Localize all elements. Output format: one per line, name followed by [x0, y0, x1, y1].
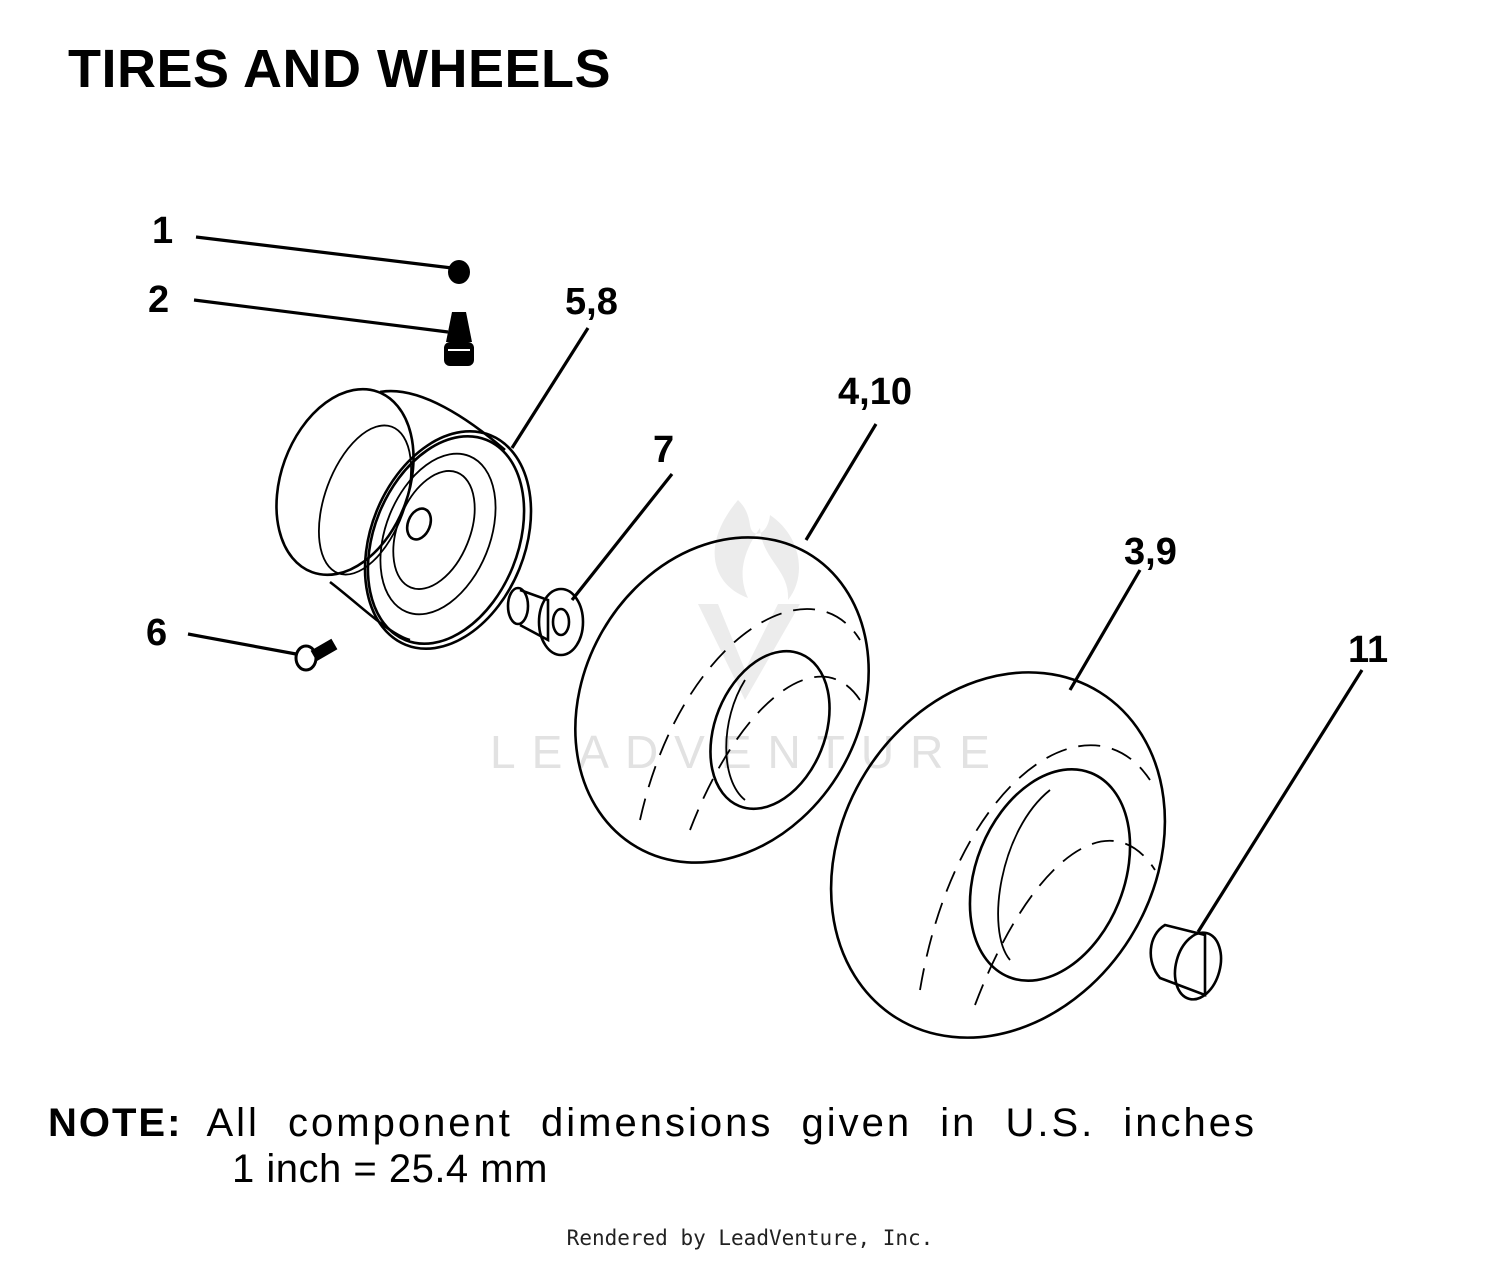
footer-credit: Rendered by LeadVenture, Inc.	[566, 1226, 934, 1250]
callout-3-9: 3,9	[1124, 531, 1177, 573]
leader-line-11	[1196, 669, 1364, 933]
page-title: TIRES AND WHEELS	[68, 39, 612, 99]
callout-7: 7	[653, 429, 674, 471]
screw-part	[294, 638, 338, 672]
note-label: NOTE:	[48, 1101, 183, 1145]
callout-5-8: 5,8	[565, 281, 618, 323]
valve-stem-part	[444, 312, 474, 366]
spacer-part	[506, 586, 585, 657]
callout-2: 2	[148, 279, 169, 321]
watermark-v-icon	[698, 604, 800, 700]
leader-lines	[187, 235, 1364, 933]
callout-11: 11	[1348, 629, 1388, 671]
tire-part-3-9	[829, 671, 1167, 1039]
watermark-flame-icon	[714, 500, 800, 600]
callout-6: 6	[146, 612, 167, 654]
watermark-text: LEADVENTURE	[490, 726, 1006, 778]
dimension-note: NOTE: All component dimensions given in U…	[48, 1100, 1257, 1192]
leadventure-watermark: LEADVENTURE	[490, 500, 1006, 778]
leader-line-4-10	[804, 423, 878, 541]
leader-line-6	[187, 632, 297, 656]
tire-part-4-10	[574, 536, 870, 864]
wheel-rim-part	[275, 387, 533, 650]
callout-4-10: 4,10	[838, 371, 912, 413]
valve-cap-part	[448, 260, 470, 284]
leader-line-3-9	[1068, 569, 1142, 691]
leader-line-5-8	[510, 327, 590, 449]
callout-labels: 1 2 5,8 7 4,10 6 3,9 11	[146, 210, 1388, 671]
bushing-part	[1149, 923, 1223, 1001]
callout-1: 1	[152, 210, 173, 252]
leader-line-2	[193, 298, 449, 334]
note-text: All component dimensions given in U.S. i…	[206, 1101, 1257, 1145]
note-conversion: 1 inch = 25.4 mm	[232, 1147, 548, 1191]
leader-line-7	[570, 473, 674, 601]
leader-line-1	[195, 235, 453, 270]
